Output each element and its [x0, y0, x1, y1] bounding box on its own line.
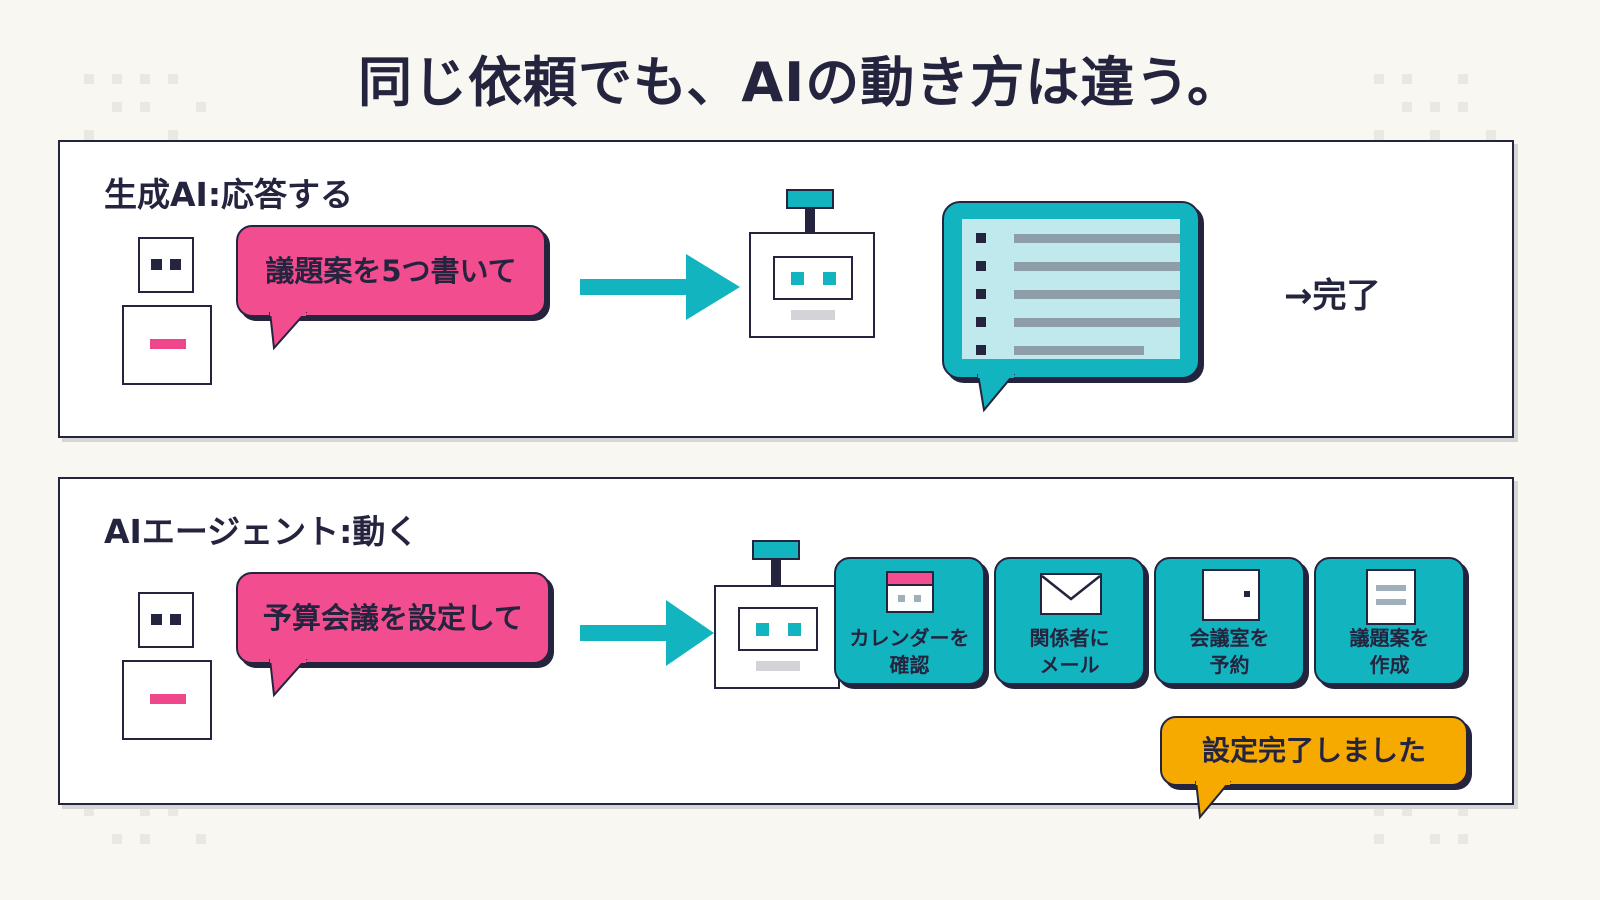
page-title: 同じ依頼でも、AIの動き方は違う。	[357, 51, 1243, 114]
arrow-right-icon	[580, 600, 714, 666]
decorative-dots-top-right	[1374, 74, 1504, 144]
generative-result-text: →完了	[1284, 276, 1381, 316]
task-label-line2: メール	[1039, 653, 1100, 677]
generative-request-text: 議題案を5つ書いて	[265, 254, 517, 288]
calendar-icon	[886, 571, 934, 613]
task-label-line1: カレンダーを	[849, 626, 970, 650]
task-card-email: 関係者に メール	[994, 557, 1145, 685]
door-icon	[1202, 569, 1260, 621]
decorative-dots-top-left	[84, 74, 214, 144]
generative-request-bubble: 議題案を5つ書いて	[236, 225, 546, 317]
user-body-icon	[122, 305, 212, 385]
task-label-line1: 関係者に	[1029, 626, 1110, 650]
agent-result-text: 設定完了しました	[1201, 734, 1426, 767]
document-icon	[1366, 569, 1416, 625]
task-label-line1: 会議室を	[1189, 626, 1270, 650]
user-body-icon	[122, 660, 212, 740]
bubble-tail-icon	[976, 374, 1016, 413]
user-head-icon	[138, 237, 194, 293]
arrow-right-icon	[580, 254, 740, 320]
robot-antenna-icon	[786, 189, 834, 209]
task-label-line2: 確認	[889, 653, 930, 677]
envelope-icon	[1040, 573, 1102, 615]
task-label-line2: 予約	[1209, 653, 1250, 677]
task-card-agenda: 議題案を 作成	[1314, 557, 1465, 685]
bubble-tail-icon	[1194, 781, 1232, 820]
robot-icon	[714, 585, 840, 689]
generative-ai-label: 生成AI:応答する	[104, 175, 354, 214]
task-card-room: 会議室を 予約	[1154, 557, 1305, 685]
agent-request-bubble: 予算会議を設定して	[236, 572, 550, 664]
agent-result-bubble: 設定完了しました	[1160, 716, 1468, 786]
task-label-line2: 作成	[1369, 653, 1410, 677]
document-list-icon	[962, 219, 1180, 359]
user-head-icon	[138, 592, 194, 648]
bubble-tail-icon	[268, 659, 308, 698]
task-card-calendar: カレンダーを 確認	[834, 557, 985, 685]
robot-icon	[749, 232, 875, 338]
bubble-tail-icon	[268, 312, 308, 351]
generated-document-bubble	[942, 201, 1200, 379]
ai-agent-label: AIエージェント:動く	[104, 512, 419, 551]
agent-request-text: 予算会議を設定して	[262, 601, 524, 635]
decorative-dots-bottom-right	[1374, 806, 1504, 876]
decorative-dots-bottom-left	[84, 806, 214, 876]
task-label-line1: 議題案を	[1349, 626, 1430, 650]
robot-antenna-icon	[752, 540, 800, 560]
